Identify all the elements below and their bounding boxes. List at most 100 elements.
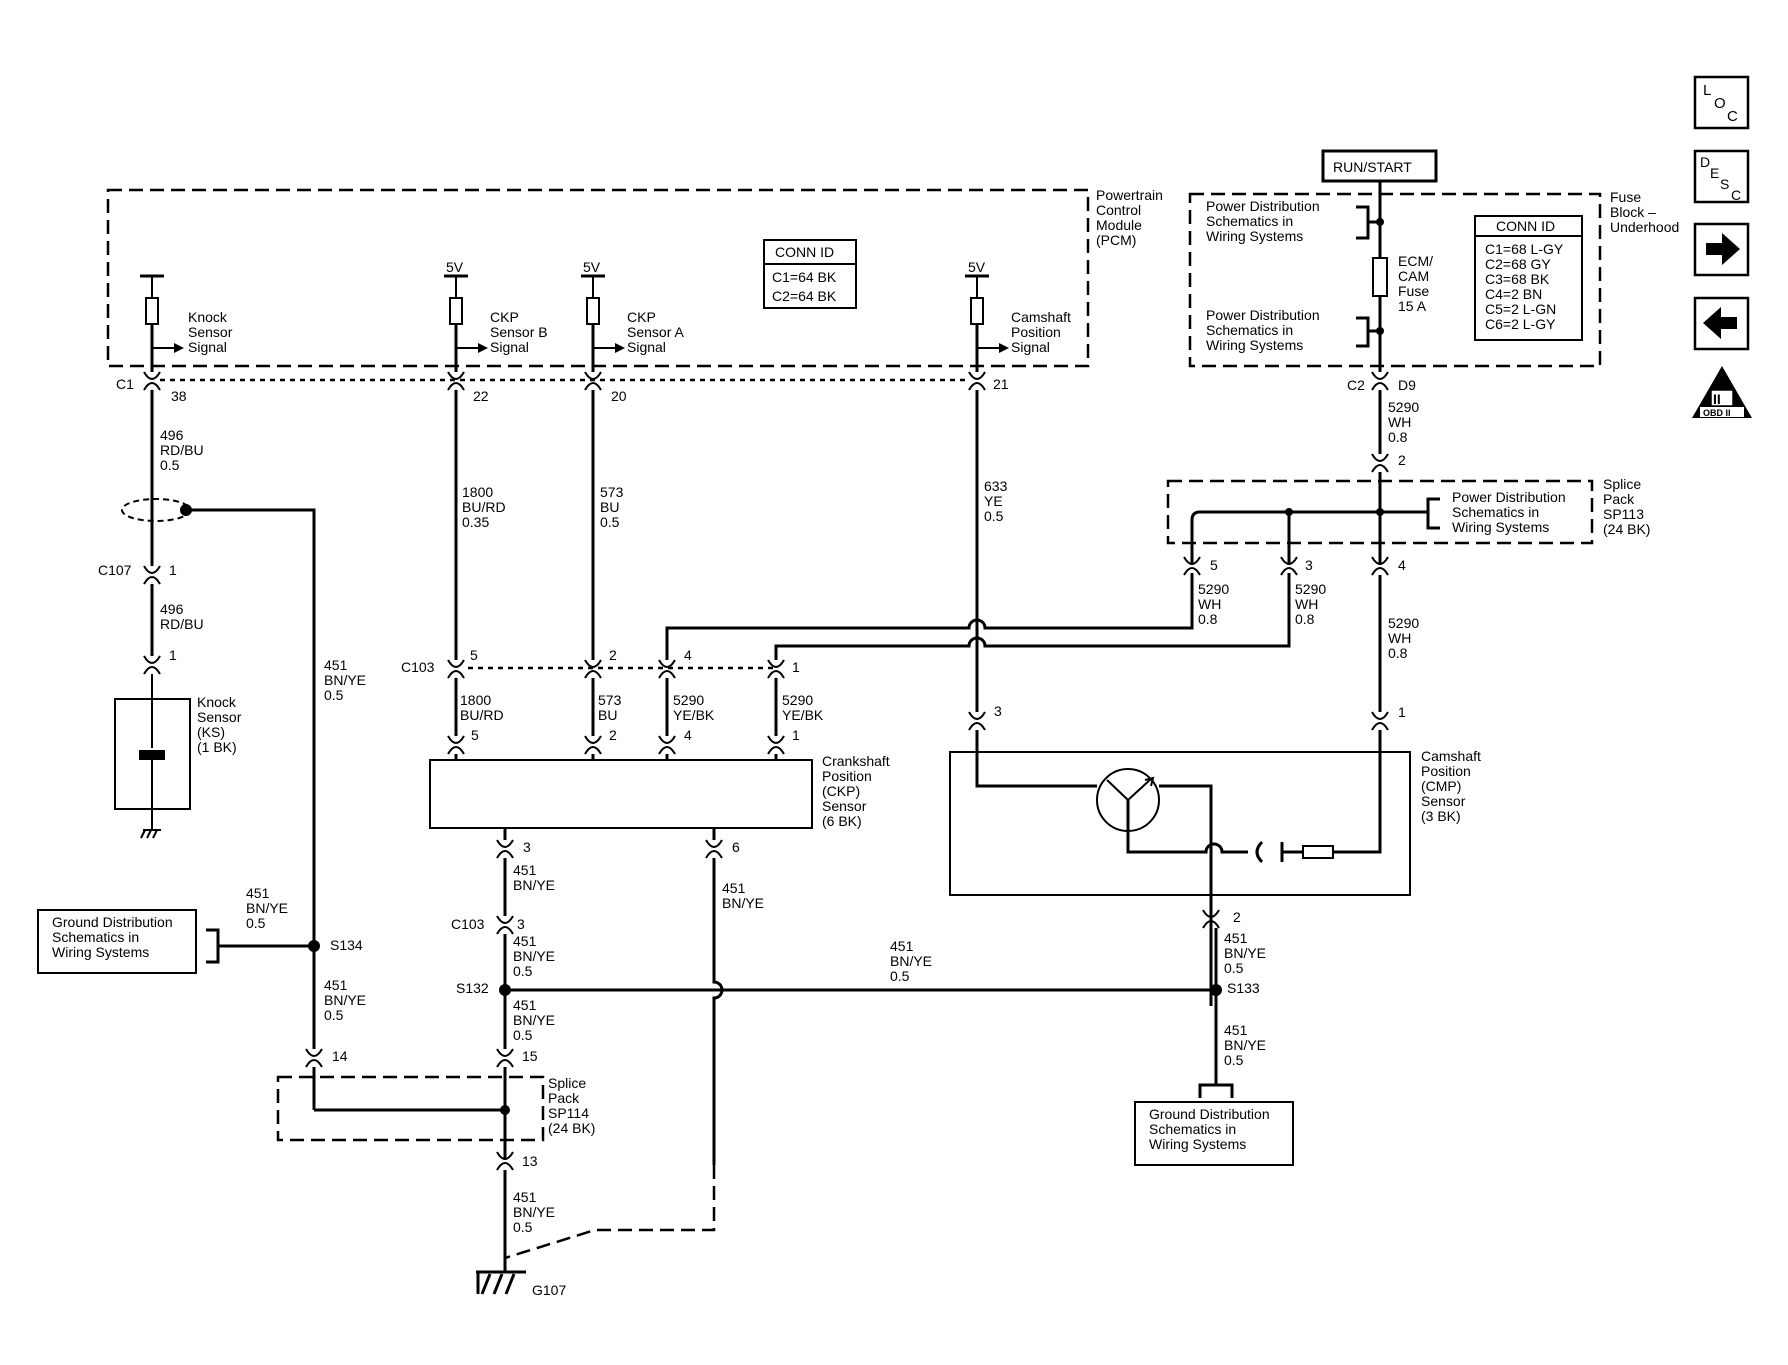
- svg-text:Wiring Systems: Wiring Systems: [52, 944, 149, 960]
- svg-text:BN/YE: BN/YE: [324, 992, 366, 1008]
- left-arrow-icon: [1703, 307, 1737, 339]
- svg-text:451: 451: [513, 862, 537, 878]
- svg-text:C: C: [1731, 187, 1741, 203]
- c1-label: C1: [116, 376, 134, 392]
- svg-text:CONN ID: CONN ID: [1496, 218, 1555, 234]
- svg-text:Schematics in: Schematics in: [1452, 504, 1539, 520]
- svg-text:Camshaft: Camshaft: [1421, 748, 1481, 764]
- svg-text:(KS): (KS): [197, 724, 225, 740]
- svg-text:(1 BK): (1 BK): [197, 739, 237, 755]
- svg-text:Signal: Signal: [1011, 339, 1050, 355]
- svg-text:Schematics in: Schematics in: [1149, 1121, 1236, 1137]
- svg-text:RUN/START: RUN/START: [1333, 159, 1412, 175]
- svg-text:15: 15: [522, 1048, 538, 1064]
- shield-ellipse: [121, 498, 316, 946]
- svg-text:1800: 1800: [462, 484, 493, 500]
- svg-text:C103: C103: [451, 916, 485, 932]
- wire-573-upper: 573 BU 0.5: [591, 390, 624, 660]
- wire-496-upper: 496 RD/BU 0.5: [150, 390, 204, 566]
- svg-text:Power Distribution: Power Distribution: [1206, 198, 1320, 214]
- svg-text:451: 451: [513, 933, 537, 949]
- svg-text:5V: 5V: [583, 259, 601, 275]
- svg-text:0.35: 0.35: [462, 514, 489, 530]
- wire-5290-cmp: 1: [1371, 575, 1406, 731]
- wire-451-ckp-pin3: 451 BN/YE: [503, 858, 555, 916]
- svg-text:OBD II: OBD II: [1703, 408, 1731, 418]
- svg-text:Powertrain: Powertrain: [1096, 187, 1163, 203]
- svg-text:C2=64 BK: C2=64 BK: [772, 288, 837, 304]
- ks-connector: 1: [143, 647, 177, 675]
- wire-451-g107: 451 BN/YE 0.5: [503, 1165, 716, 1260]
- loc-button[interactable]: L O C: [1693, 75, 1750, 130]
- svg-text:1: 1: [1398, 704, 1406, 720]
- svg-text:0.5: 0.5: [324, 687, 344, 703]
- c2-d9-connector: C2 D9: [1347, 371, 1416, 393]
- svg-text:Sensor: Sensor: [822, 798, 867, 814]
- svg-text:(24 BK): (24 BK): [1603, 521, 1650, 537]
- svg-text:BU: BU: [600, 499, 619, 515]
- svg-text:C5=2 L-GN: C5=2 L-GN: [1485, 301, 1556, 317]
- svg-text:ECM/: ECM/: [1398, 253, 1433, 269]
- svg-text:0.5: 0.5: [513, 1219, 533, 1235]
- svg-text:BN/YE: BN/YE: [513, 1012, 555, 1028]
- svg-text:SP113: SP113: [1603, 506, 1644, 522]
- next-arrow-button[interactable]: [1693, 222, 1750, 277]
- svg-text:451: 451: [1224, 1022, 1248, 1038]
- svg-text:5V: 5V: [446, 259, 464, 275]
- knock-sensor: Knock Sensor (KS) (1 BK): [114, 674, 242, 839]
- svg-text:O: O: [1714, 95, 1726, 112]
- svg-text:5290: 5290: [1388, 615, 1419, 631]
- svg-text:38: 38: [171, 388, 187, 404]
- desc-button[interactable]: D E S C: [1693, 149, 1750, 204]
- prev-arrow-button[interactable]: [1693, 296, 1750, 351]
- pd-schem-upper: Power Distribution Schematics in Wiring …: [1206, 198, 1384, 244]
- sp114-pin13: 13: [496, 1151, 538, 1171]
- svg-text:Sensor A: Sensor A: [627, 324, 684, 340]
- cmp-pin3: 3: [968, 703, 1002, 731]
- svg-text:BU: BU: [598, 707, 617, 723]
- svg-text:Underhood: Underhood: [1610, 219, 1679, 235]
- svg-text:Power Distribution: Power Distribution: [1206, 307, 1320, 323]
- svg-text:0.5: 0.5: [1224, 1052, 1244, 1068]
- wire-5290-fuse-sp113: 5290 WH 0.8 2: [1371, 390, 1419, 473]
- ground-distribution-left: Ground Distribution Schematics in Wiring…: [37, 909, 220, 974]
- svg-text:Control: Control: [1096, 202, 1141, 218]
- obd-ii-icon: II OBD II: [1692, 366, 1752, 418]
- c103-label: C103: [401, 659, 435, 675]
- sp113-pins: 5 3 4: [1183, 556, 1406, 576]
- svg-text:1: 1: [792, 727, 800, 743]
- svg-text:3: 3: [523, 839, 531, 855]
- svg-text:BN/YE: BN/YE: [513, 948, 555, 964]
- pcm-outline: [106, 188, 1090, 368]
- wire-451-drain: 451 BN/YE 0.5: [324, 657, 366, 703]
- svg-text:3: 3: [994, 703, 1002, 719]
- fuse-block-outline: [1188, 192, 1602, 368]
- svg-text:RD/BU: RD/BU: [160, 442, 204, 458]
- svg-text:Position: Position: [1421, 763, 1471, 779]
- svg-text:4: 4: [1398, 557, 1406, 573]
- pcm-cmp-circuit: 5V Camshaft Position Signal: [965, 259, 1071, 372]
- svg-text:Knock: Knock: [188, 309, 228, 325]
- svg-text:4: 4: [684, 647, 692, 663]
- sp114-pins-top: 15 14: [305, 1048, 538, 1068]
- cmp-pin2: 2 451 BN/YE 0.5: [1202, 909, 1266, 990]
- svg-text:(PCM): (PCM): [1096, 232, 1136, 248]
- svg-text:Ground Distribution: Ground Distribution: [52, 914, 173, 930]
- svg-text:YE/BK: YE/BK: [673, 707, 715, 723]
- svg-text:Splice: Splice: [548, 1075, 586, 1091]
- svg-text:D9: D9: [1398, 377, 1416, 393]
- svg-text:22: 22: [473, 388, 489, 404]
- svg-text:Schematics in: Schematics in: [1206, 322, 1293, 338]
- svg-text:5290: 5290: [1388, 399, 1419, 415]
- s133-label: S133: [1227, 980, 1260, 996]
- svg-text:Sensor: Sensor: [197, 709, 242, 725]
- svg-text:3: 3: [517, 916, 525, 932]
- wire-451-s132-sp114: 451 BN/YE 0.5: [503, 990, 555, 1049]
- svg-text:0.5: 0.5: [513, 1027, 533, 1043]
- svg-text:5290: 5290: [1198, 581, 1229, 597]
- svg-text:C1=68 L-GY: C1=68 L-GY: [1485, 241, 1564, 257]
- svg-text:Wiring Systems: Wiring Systems: [1206, 228, 1303, 244]
- svg-text:C1=64 BK: C1=64 BK: [772, 269, 837, 285]
- svg-text:496: 496: [160, 427, 184, 443]
- svg-text:Wiring Systems: Wiring Systems: [1149, 1136, 1246, 1152]
